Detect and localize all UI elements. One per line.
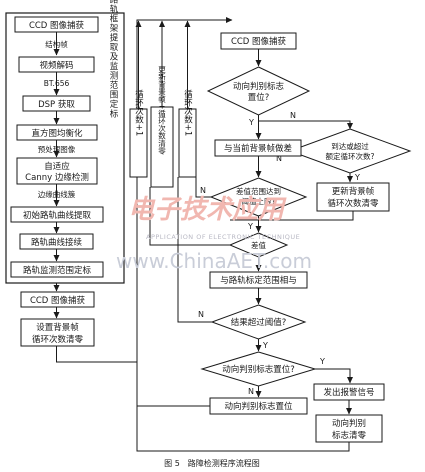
reach-q-1: 到达或超过: [331, 141, 369, 151]
preprocessed-label: 预处理图像: [38, 144, 76, 154]
label-n-4: N: [198, 310, 204, 319]
edge-r7: [230, 211, 354, 221]
edge-r19: [136, 442, 350, 452]
update-bg-text-2: 循环次数清零: [327, 198, 379, 209]
label-y-1: Y: [248, 118, 254, 127]
watermark-brand: 电子技术应用: [128, 195, 287, 225]
flag-set-q2-text: 动向判别标志置位?: [222, 364, 295, 375]
range-define-text: 路轨监测范围定标: [23, 265, 92, 276]
edge-r15: [315, 368, 353, 384]
left-ccd-capture-text: CCD 图像捕获: [29, 20, 85, 31]
figure-caption: 图 5 路障检测程序流程图: [164, 458, 260, 468]
update-bg-clear-text: 更新背景帧+循环次数清零: [157, 65, 166, 155]
result-q-text: 结果超过阈值?: [231, 317, 287, 328]
canny-text-1: 自适应: [44, 161, 70, 172]
hist-eq-text: 直方图均衡化: [31, 128, 83, 139]
frame-vertical-label: 路轨框架提取及监测范围定标: [108, 0, 118, 119]
set-flag-text: 动向判别标志置位: [224, 401, 293, 412]
loop-plus-a-text: 循环次数+1: [134, 89, 144, 136]
edge-cluster-label: 边缘曲线簇: [38, 189, 76, 199]
diff-bg-text: 与当前背景帧做差: [224, 143, 292, 154]
flag-set-q-2: 置位?: [248, 92, 270, 103]
alarm-text: 发出报警信号: [323, 387, 374, 398]
set-bg-text-2: 循环次数清零: [32, 334, 84, 345]
label-y-3: Y: [247, 222, 253, 231]
track-frame-box: [5, 12, 125, 284]
and-range-text: 与路轨标定范围相与: [220, 275, 297, 286]
set-bg-box: [20, 318, 95, 347]
main-loop-bus: [136, 17, 233, 444]
label-y-5: Y: [319, 357, 325, 366]
diff-thresh-q-3: 差值: [251, 240, 266, 250]
left-ccd-capture-2-text: CCD 图像捕获: [30, 295, 86, 306]
left-ccd-capture-2-box: [20, 291, 95, 308]
clear-flag-box: [315, 414, 383, 443]
bt656-label: BT.656: [44, 79, 70, 88]
range-define-box: [10, 261, 104, 278]
set-bg-text-1: 设置背景帧: [36, 322, 79, 333]
clear-flag-text-2: 标志清零: [332, 430, 367, 441]
clear-flag-text-1: 动向判别: [332, 418, 366, 429]
edge-10: [56, 346, 137, 363]
update-bg-text-1: 更新背景帧: [332, 186, 375, 197]
edge-r10: [149, 187, 230, 246]
right-ccd-capture-text: CCD 图像捕获: [231, 36, 287, 47]
watermark-url: www.ChinaAET.com: [116, 249, 312, 273]
diff-thresh-q-2: 阈值上限?: [242, 196, 276, 206]
update-bg-box: [316, 182, 390, 212]
reach-q-2: 额定循环次数?: [326, 151, 375, 161]
diff-thresh-q-1: 差值范围达到: [236, 186, 281, 196]
flag-set-q-1: 动向判别标志: [233, 81, 285, 92]
label-n-3: N: [200, 186, 206, 195]
label-y-4: Y: [262, 341, 268, 350]
label-n-1: N: [290, 111, 296, 120]
label-n-2: N: [276, 154, 282, 163]
label-n-5: N: [248, 387, 254, 396]
init-extract-text: 初始路轨曲线提取: [23, 210, 92, 221]
edge-r3: [258, 120, 353, 130]
label-y-2: Y: [354, 173, 360, 182]
edge-r13: [177, 177, 212, 323]
loop-plus-b-text: 循环次数+1: [183, 89, 193, 136]
canny-text-2: Canny 边缘检测: [25, 172, 89, 183]
dsp-acquire-text: DSP 获取: [38, 99, 75, 110]
edge-r8: [195, 177, 211, 198]
video-decode-text: 视频解码: [39, 60, 73, 71]
track-connect-text: 路轨曲线接续: [31, 237, 83, 248]
reach-count-decision: [288, 128, 412, 174]
watermark-sub: APPLICATION OF ELECTRONIC TECHNIQUE: [146, 233, 300, 241]
structure-frame-label: 结构帧: [45, 39, 68, 49]
